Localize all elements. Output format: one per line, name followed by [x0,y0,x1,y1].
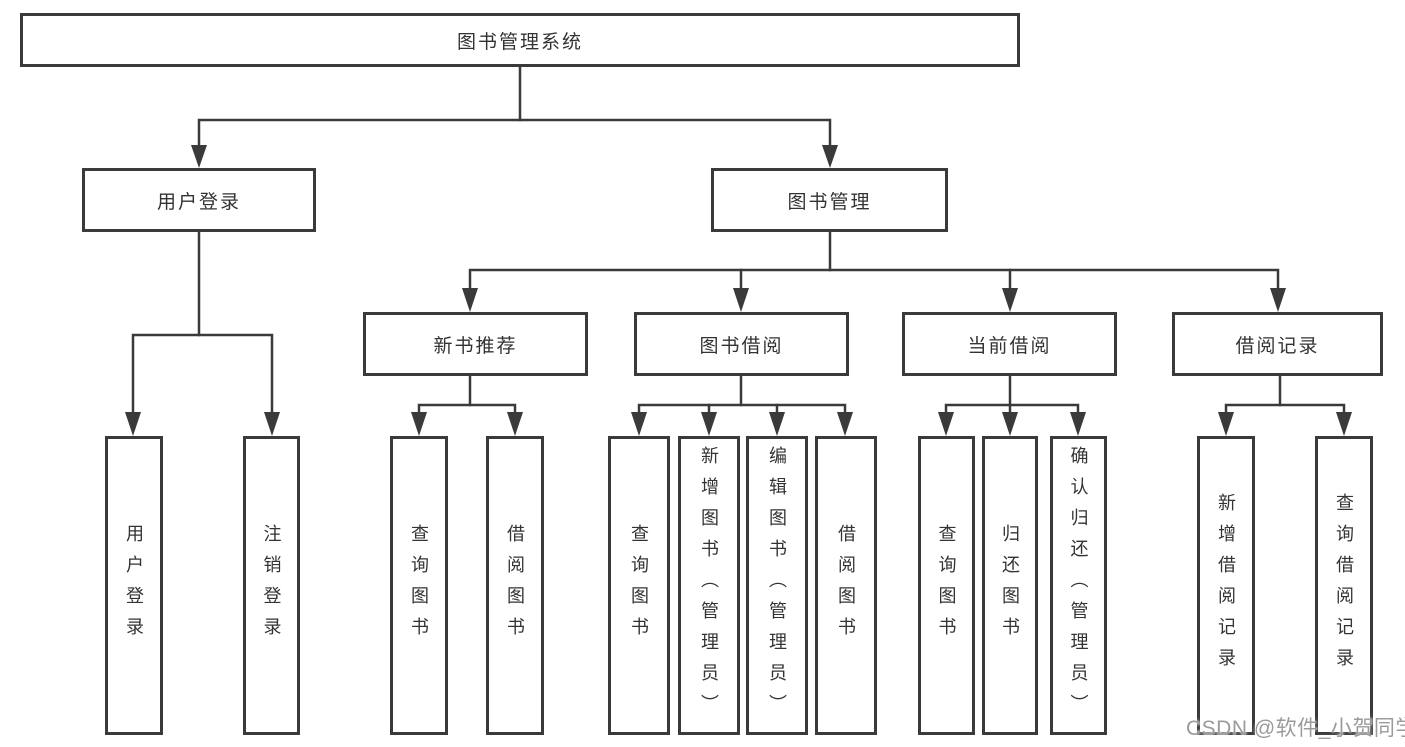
node-new-book-recommend: 新书推荐 [363,312,588,376]
leaf-label: 编辑图书（管理员） [767,446,787,725]
arrow-down-icon [837,412,853,436]
leaf-query-books-under-new-books: 查询图书 [390,436,448,735]
leaf-confirm-return-admin: 确认归还（管理员） [1050,436,1107,735]
leaf-label: 查询图书 [409,523,429,648]
leaf-label: 新增借阅记录 [1216,492,1236,679]
leaf-label: 借阅图书 [836,523,856,648]
leaf-label: 确认归还（管理员） [1068,446,1089,725]
leaf-label: 借阅图书 [505,523,525,648]
arrow-down-icon [507,412,523,436]
node-root-label: 图书管理系统 [456,31,583,53]
node-book-management-label: 图书管理 [787,191,872,213]
node-user-login-label: 用户登录 [156,191,241,213]
connector-root-to-level2 [191,63,838,168]
leaf-label: 查询图书 [936,523,957,648]
arrow-down-icon [822,145,838,168]
arrow-down-icon [1270,288,1286,312]
connector-new-books-to-leaves [411,374,523,436]
node-new-book-recommend-label: 新书推荐 [433,335,518,357]
leaf-label: 查询图书 [629,523,649,648]
arrow-down-icon [1002,288,1018,312]
leaf-add-borrow-record: 新增借阅记录 [1197,436,1255,735]
arrow-down-icon [1336,412,1352,436]
arrow-down-icon [411,412,427,436]
arrow-down-icon [1218,412,1234,436]
leaf-query-borrow-record: 查询借阅记录 [1315,436,1373,735]
node-user-login: 用户登录 [82,168,316,232]
leaf-borrow-books-under-new-books: 借阅图书 [486,436,544,735]
arrow-down-icon [631,412,647,436]
arrow-down-icon [769,412,785,436]
connector-current-borrow-to-leaves [938,374,1086,436]
watermark: CSDN @软件_小贺同学 [1186,717,1405,740]
connector-borrow-records-to-leaves [1218,374,1352,436]
arrow-down-icon [462,288,478,312]
node-book-management: 图书管理 [711,168,948,232]
node-book-borrowing: 图书借阅 [634,312,849,376]
connector-user-login-to-leaves [125,230,280,436]
leaf-label: 新增图书（管理员） [699,446,719,725]
arrow-down-icon [1070,412,1086,436]
leaf-query-books-under-book-borrow: 查询图书 [608,436,670,735]
leaf-edit-books-admin: 编辑图书（管理员） [746,436,808,735]
arrow-down-icon [701,412,717,436]
leaf-add-books-admin: 新增图书（管理员） [678,436,740,735]
arrow-down-icon [191,145,207,168]
connector-book-mgmt-to-level3 [462,230,1286,312]
node-current-borrowing-label: 当前借阅 [967,335,1052,357]
leaf-label: 归还图书 [1000,523,1020,648]
leaf-label: 用户登录 [124,523,144,648]
node-current-borrowing: 当前借阅 [902,312,1117,376]
node-book-borrowing-label: 图书借阅 [699,335,784,357]
arrow-down-icon [1002,412,1018,436]
leaf-query-books-under-current-borrow: 查询图书 [918,436,975,735]
connector-book-borrow-to-leaves [631,374,853,436]
leaf-borrow-books-under-book-borrow: 借阅图书 [815,436,877,735]
leaf-return-books: 归还图书 [982,436,1038,735]
node-root: 图书管理系统 [20,13,1020,67]
leaf-user-login: 用户登录 [105,436,163,735]
node-borrow-records-label: 借阅记录 [1235,335,1320,357]
leaf-logout: 注销登录 [243,436,300,735]
node-borrow-records: 借阅记录 [1172,312,1383,376]
arrow-down-icon [938,412,954,436]
leaf-label: 查询借阅记录 [1334,492,1354,679]
arrow-down-icon [264,412,280,436]
arrow-down-icon [733,288,749,312]
arrow-down-icon [125,412,141,436]
leaf-label: 注销登录 [261,523,282,648]
